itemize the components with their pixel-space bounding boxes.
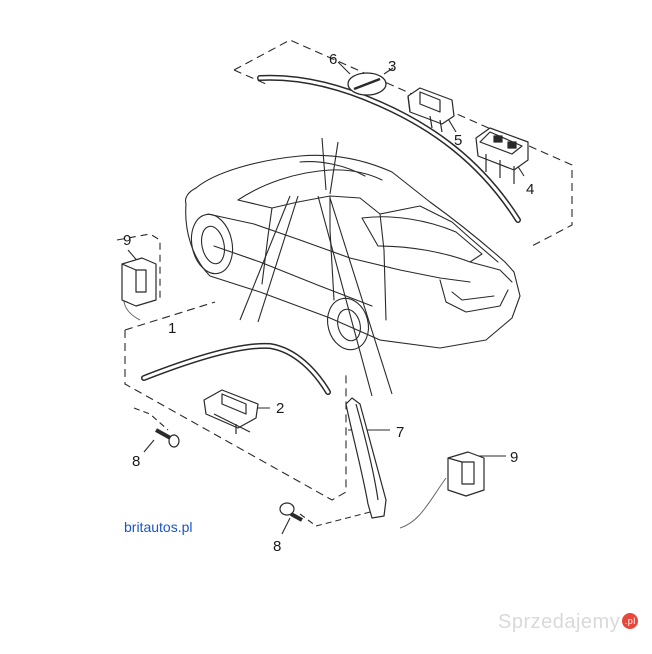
callout-8-right: 8 (273, 538, 281, 555)
group-box-9a (116, 233, 161, 300)
part-8-screw-left (155, 428, 180, 448)
leader-lines (127, 61, 525, 535)
callout-9-left: 9 (123, 232, 131, 249)
part-9-clip-left (121, 257, 157, 307)
part-4-retainer (475, 127, 529, 184)
callout-7: 7 (396, 424, 404, 441)
callout-2: 2 (276, 400, 284, 417)
brand-name: Sprzedajemy (498, 611, 621, 633)
callout-3: 3 (388, 58, 396, 75)
part-9-clip-right (447, 451, 485, 497)
part-6-cap (347, 72, 387, 96)
part-7-pillar-trim (345, 397, 387, 519)
part-2-bracket (203, 389, 259, 434)
group-box-upper (233, 39, 573, 248)
group-box-lower (124, 301, 347, 501)
callout-6: 6 (329, 51, 337, 68)
brand-badge-icon: .pl (622, 613, 639, 629)
part-5-clip (407, 87, 455, 133)
callout-4: 4 (526, 181, 534, 198)
brand-watermark: Sprzedajemy.pl (498, 611, 639, 634)
callout-9-right: 9 (510, 449, 518, 466)
car-illustration (184, 154, 521, 351)
callout-labels: 1 2 3 4 5 6 7 8 8 9 9 (123, 51, 534, 555)
site-watermark: britautos.pl (124, 519, 193, 535)
brand-badge-text: .pl (624, 616, 636, 626)
part-3-roof-moulding (257, 74, 521, 223)
callout-1: 1 (168, 320, 176, 337)
part-1-moulding (141, 342, 331, 395)
leader-curves (122, 281, 447, 529)
callout-8-left: 8 (132, 453, 140, 470)
leader-lines-dashed (133, 407, 379, 527)
part-8-screw-right (279, 502, 303, 522)
callout-5: 5 (454, 132, 462, 149)
